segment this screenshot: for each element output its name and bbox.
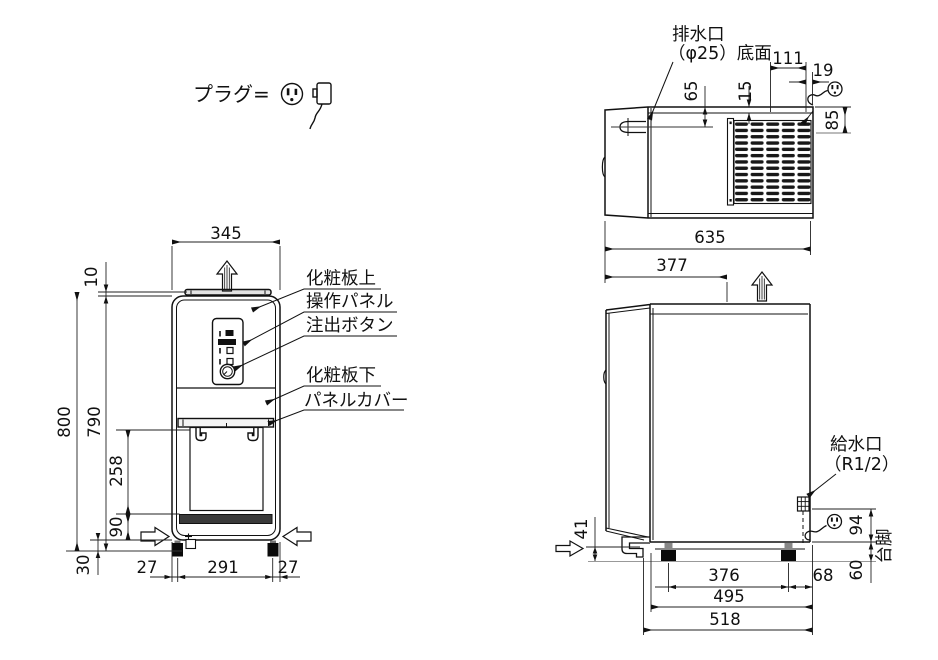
- front-dim-lines: [66, 239, 300, 582]
- dim-cord-edge: 19: [813, 61, 834, 80]
- dim-base-depth: 495: [713, 587, 745, 606]
- side-dim-lines: [586, 221, 876, 635]
- label-dispense-button: 注出ボタン: [306, 316, 394, 336]
- front-view: 345 10 800 790 258 90 30 27 291 27 化粧板上 …: [55, 224, 408, 582]
- dim-front-width: 345: [210, 224, 242, 243]
- label-inlet-line1: 給水口: [830, 435, 883, 455]
- dim-foot-height: 30: [74, 555, 93, 576]
- label-drain-line1: 排水口: [672, 25, 725, 45]
- dim-inlet-height: 94: [847, 515, 866, 536]
- dim-cord-x: 111: [772, 49, 804, 68]
- dim-rim: 15: [736, 81, 755, 102]
- dim-cord-y: 85: [823, 110, 842, 131]
- front-spouts: [195, 427, 259, 442]
- side-water-inlet: [796, 496, 810, 544]
- top-drain-leader: [647, 61, 674, 121]
- label-operation-panel: 操作パネル: [306, 292, 394, 312]
- dim-base-height: 90: [107, 517, 126, 538]
- side-view: 635 377 給水口 （R1/2） 41 94 台脚 60 68 376 49…: [555, 221, 899, 635]
- plug-legend-label: プラグ=: [193, 82, 270, 106]
- label-top-panel: 化粧板上: [306, 269, 376, 289]
- dim-foot-pitch-side: 376: [708, 566, 740, 585]
- dispense-button-circle: [219, 363, 236, 380]
- label-panel-cover: パネルカバー: [304, 391, 408, 411]
- label-inlet-line2: （R1/2）: [824, 455, 899, 475]
- dim-overall-height: 800: [55, 406, 74, 438]
- side-view-outline: [603, 303, 811, 550]
- side-inlet-leader: [806, 473, 837, 499]
- dim-right-offset: 27: [278, 558, 299, 577]
- side-spout-profile: [621, 536, 650, 558]
- control-panel: [211, 317, 244, 386]
- top-condenser-grille: [726, 117, 812, 206]
- dim-left-offset: 27: [137, 558, 158, 577]
- top-drain-outlet: [611, 118, 713, 136]
- dim-cap-height: 10: [82, 267, 101, 288]
- front-flow-arrows: [140, 260, 312, 547]
- top-view: 排水口 （φ25）底面 65 15 111 19 85: [601, 25, 851, 219]
- outlet-face-icon: [826, 513, 843, 530]
- right-arrow-icon: [140, 526, 171, 547]
- side-cord-outlet: [804, 513, 843, 541]
- dim-drain-offset: 65: [682, 81, 701, 102]
- front-view-outline: [171, 288, 281, 541]
- plug-legend: プラグ=: [193, 82, 332, 130]
- label-drain-line2: （φ25）底面: [668, 44, 772, 64]
- front-feet: [172, 540, 279, 557]
- side-flow-arrows: [555, 271, 774, 558]
- side-feet: [588, 542, 876, 562]
- right-arrow-icon: [555, 539, 585, 558]
- up-arrow-icon: [750, 271, 774, 302]
- left-arrow-icon: [281, 526, 312, 547]
- dim-overall-depth: 518: [709, 610, 741, 629]
- plug-icon: [309, 82, 332, 130]
- dim-top-depth: 377: [656, 256, 688, 275]
- label-legs: 台脚: [875, 529, 895, 564]
- label-bottom-panel: 化粧板下: [306, 366, 376, 386]
- dim-foot-pitch: 291: [207, 558, 239, 577]
- front-label-leaders: [232, 288, 404, 427]
- top-cord-outlet: [807, 81, 843, 106]
- dim-leg-height: 60: [847, 560, 866, 581]
- dim-rear-offset: 68: [813, 566, 834, 585]
- top-view-outline: [601, 106, 814, 219]
- top-dim-lines: [702, 62, 851, 134]
- dim-depth: 635: [694, 228, 726, 247]
- dim-spout-clearance: 258: [107, 455, 126, 487]
- outlet-face-icon: [280, 82, 304, 106]
- front-drain-plug: [185, 533, 197, 550]
- dim-spout-floor: 41: [572, 519, 591, 540]
- dim-body-height: 790: [85, 406, 104, 438]
- outlet-face-icon: [827, 81, 843, 97]
- up-arrow-icon: [215, 260, 239, 292]
